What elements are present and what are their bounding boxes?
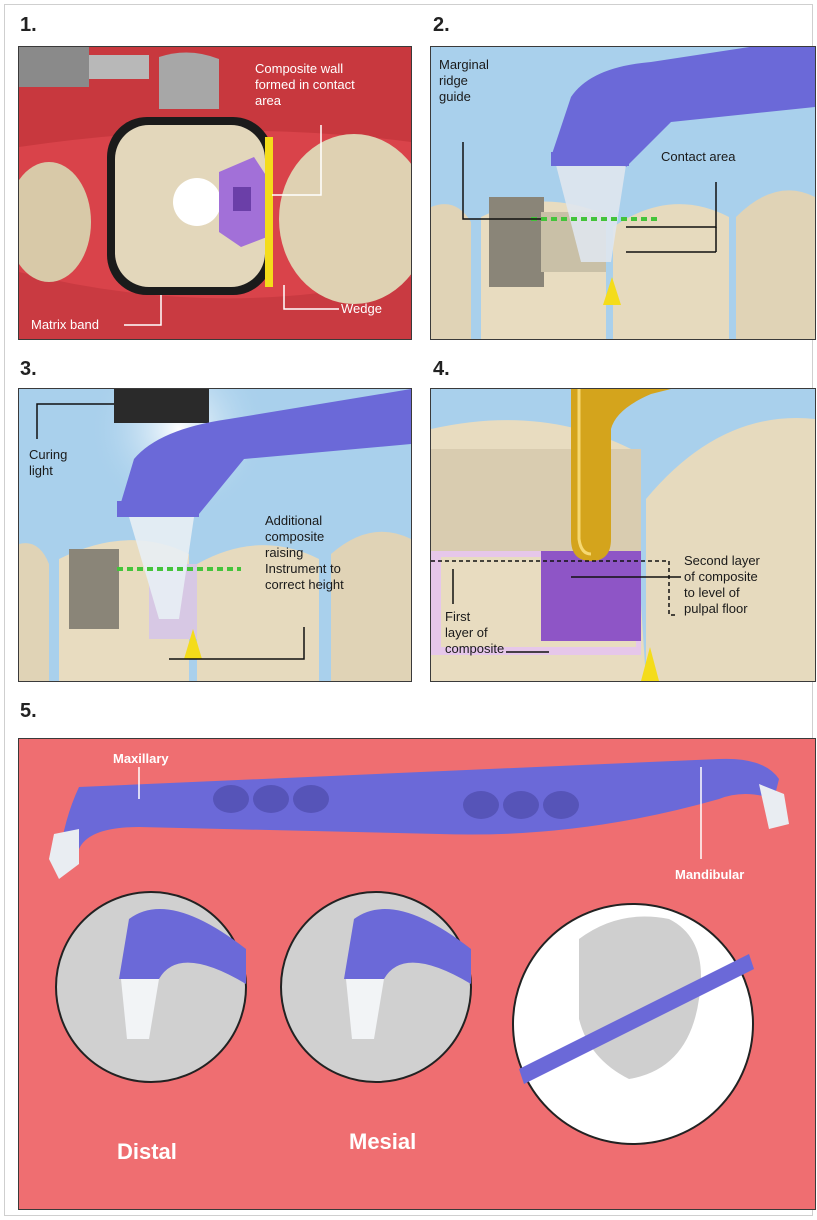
second-layer-shape (541, 551, 641, 641)
panel-5-number: 5. (20, 700, 37, 723)
distal-label: Distal (117, 1139, 177, 1164)
additional-label-1: Additional (265, 513, 322, 528)
curing-light-label-2: light (29, 463, 53, 478)
curing-light-label-1: Curing (29, 447, 67, 462)
additional-label-3: raising (265, 545, 303, 560)
composite-wall-label-3: area (255, 93, 282, 108)
first-layer-label-2: layer of (445, 625, 488, 640)
marginal-ridge-label-3: guide (439, 89, 471, 104)
contact-area-label: Contact area (661, 149, 736, 164)
preparation-hole (173, 178, 221, 226)
second-layer-label-1: Second layer (684, 553, 761, 568)
panel-4: Second layer of composite to level of pu… (430, 388, 816, 682)
wedge-label: Wedge (341, 301, 382, 316)
additional-label-2: composite (265, 529, 324, 544)
curing-light-shape (114, 389, 209, 423)
marginal-ridge-label-2: ridge (439, 73, 468, 88)
marginal-ridge-label-1: Marginal (439, 57, 489, 72)
panel-1: Composite wall formed in contact area Ma… (18, 46, 412, 340)
additional-label-4: Instrument to (265, 561, 341, 576)
panel-2: Marginal ridge guide Contact area (430, 46, 816, 340)
first-layer-label-3: composite (445, 641, 504, 656)
mesial-label: Mesial (349, 1129, 416, 1154)
handpiece-shape (19, 47, 89, 87)
first-layer-label-1: First (445, 609, 471, 624)
panel-2-number: 2. (433, 14, 450, 37)
additional-label-5: correct height (265, 577, 344, 592)
panel-5: Maxillary Mandibular Distal Mesial (18, 738, 816, 1210)
second-layer-label-4: pulpal floor (684, 601, 748, 616)
second-layer-label-3: to level of (684, 585, 740, 600)
second-layer-label-2: of composite (684, 569, 758, 584)
maxillary-label: Maxillary (113, 751, 169, 766)
composite-wall-label-2: formed in contact (255, 77, 355, 92)
matrix-band-label: Matrix band (31, 317, 99, 332)
mandibular-label: Mandibular (675, 867, 744, 882)
panel-3: Curing light Additional composite raisin… (18, 388, 412, 682)
panel-4-number: 4. (433, 358, 450, 381)
tooth-center-2 (613, 204, 729, 339)
composite-wall-label-1: Composite wall (255, 61, 343, 76)
panel-1-number: 1. (20, 14, 37, 37)
panel-3-number: 3. (20, 358, 37, 381)
wedge-shape (265, 137, 273, 287)
